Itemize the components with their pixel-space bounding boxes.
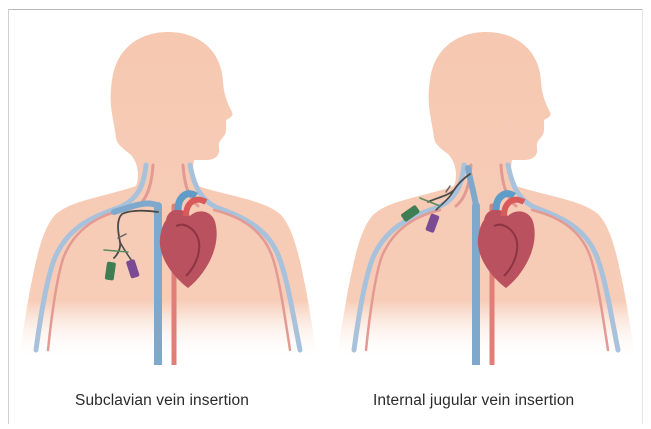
internal-jugular-illustration [336, 20, 636, 365]
frame-top-border [8, 9, 643, 10]
torso-silhouette [336, 32, 636, 360]
frame-left-border [8, 9, 9, 424]
subclavian-caption: Subclavian vein insertion [75, 392, 249, 410]
torso-silhouette [18, 32, 318, 360]
frame-right-border [642, 9, 643, 424]
subclavian-figure [18, 20, 318, 365]
subclavian-illustration [18, 20, 318, 365]
internal-jugular-figure [336, 20, 636, 365]
internal-jugular-caption: Internal jugular vein insertion [373, 392, 574, 410]
